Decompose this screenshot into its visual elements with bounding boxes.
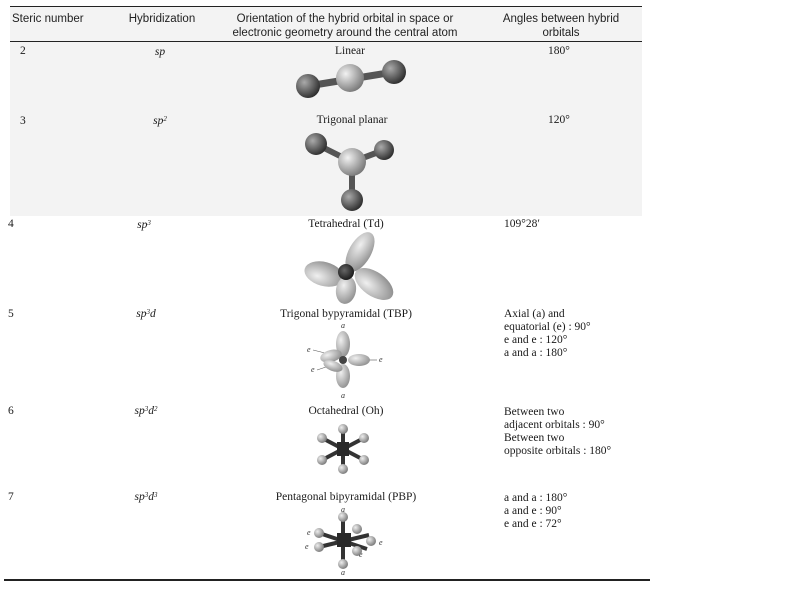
hybridization: sp3d bbox=[136, 308, 156, 320]
angle-text: a and a : 180°a and e : 90°e and e : 72° bbox=[504, 492, 568, 530]
geometry-name: Trigonal planar bbox=[316, 114, 388, 126]
equatorial-label: e bbox=[305, 542, 309, 551]
bottom-rule bbox=[4, 579, 650, 581]
angle-text: 120° bbox=[548, 114, 570, 126]
steric-number: 3 bbox=[20, 115, 26, 127]
geometry-name: Linear bbox=[334, 45, 365, 57]
header-angles: Angles between hybrid orbitals bbox=[502, 13, 620, 39]
angle-text: 180° bbox=[548, 45, 570, 57]
steric-number: 2 bbox=[20, 45, 26, 57]
geometry-name: Trigonal bypyramidal (TBP) bbox=[280, 308, 412, 320]
steric-number: 7 bbox=[8, 491, 14, 503]
header-hybridization: Hybridization bbox=[128, 13, 196, 25]
axial-label: a bbox=[341, 321, 345, 330]
hybridization: sp2 bbox=[153, 115, 167, 127]
equatorial-label: e bbox=[307, 528, 311, 537]
header-steric-number: Steric number bbox=[12, 13, 84, 25]
hybridization: sp3 bbox=[137, 219, 151, 231]
angle-text: 109°28′ bbox=[504, 218, 540, 230]
equatorial-label: e bbox=[307, 345, 311, 354]
linear-molecule-image bbox=[296, 60, 406, 98]
trigonal-bipyramidal-orbital-image: a a e e e bbox=[307, 321, 383, 400]
octahedral-molecule-image bbox=[317, 424, 369, 474]
geometry-name: Tetrahedral (Td) bbox=[308, 218, 384, 230]
top-rule bbox=[10, 6, 642, 7]
geometry-name: Octahedral (Oh) bbox=[308, 405, 384, 417]
header-rule bbox=[10, 41, 642, 42]
equatorial-label: e bbox=[359, 550, 363, 559]
steric-number: 5 bbox=[8, 308, 14, 320]
steric-number: 6 bbox=[8, 405, 14, 417]
hybridization: sp3d2 bbox=[134, 405, 158, 417]
hybridization: sp bbox=[154, 46, 166, 58]
tetrahedral-orbital-image bbox=[304, 232, 394, 304]
equatorial-label: e bbox=[379, 355, 383, 364]
equatorial-label: e bbox=[311, 365, 315, 374]
equatorial-label: e bbox=[379, 538, 383, 547]
hybridization: sp3d3 bbox=[134, 491, 158, 503]
axial-label: a bbox=[341, 568, 345, 577]
header-orientation: Orientation of the hybrid orbital in spa… bbox=[232, 13, 458, 39]
axial-label: a bbox=[341, 505, 345, 514]
trigonal-planar-molecule-image bbox=[305, 133, 394, 211]
geometry-name: Pentagonal bipyramidal (PBP) bbox=[275, 491, 417, 503]
steric-number: 4 bbox=[8, 218, 14, 230]
axial-label: a bbox=[341, 391, 345, 400]
pentagonal-bipyramidal-molecule-image: a a e e e e e bbox=[305, 505, 383, 577]
